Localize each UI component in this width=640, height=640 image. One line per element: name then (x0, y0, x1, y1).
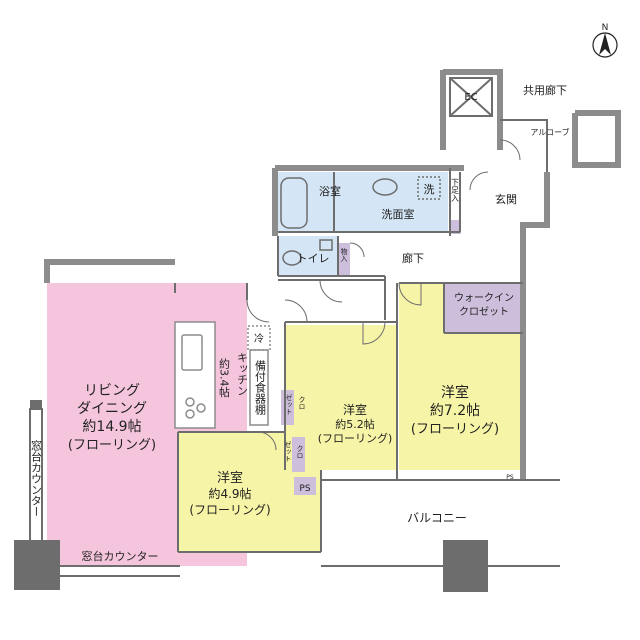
label-storage-small: 物入 (340, 247, 348, 262)
label-alcove: アルコーブ (530, 127, 569, 137)
label-hallway: 廊下 (402, 251, 424, 265)
interior-walls (29, 77, 560, 577)
label-balcony: バルコニー (407, 511, 467, 525)
closet-left (292, 437, 305, 472)
label-room-mid-line3: (フローリング) (318, 431, 393, 445)
label-kitchen-col1: キッチン (236, 352, 249, 396)
label-window-counter-bottom: 窓台カウンター (82, 549, 159, 563)
label-wic-line1: ウォークイン (454, 292, 514, 304)
label-room-left-line3: (フローリング) (189, 503, 270, 517)
label-shoe-storage: 下足入 (451, 178, 460, 202)
doors (246, 139, 521, 451)
label-common-corridor: 共用廊下 (523, 83, 567, 97)
label-living-line3: 約14.9帖 (82, 419, 141, 435)
column-bottom-right (443, 540, 488, 592)
bath-fixtures (280, 176, 441, 266)
label-closet-left-b: クロ (296, 445, 304, 459)
compass-letter: N (602, 23, 609, 33)
label-living-line4: (フローリング) (68, 438, 156, 453)
compass-icon: N (592, 23, 618, 58)
label-living-line2: ダイニング (77, 401, 147, 417)
label-room-left-line2: 約4.9帖 (208, 486, 251, 501)
label-kitchen-col2: 約3.4帖 (218, 357, 231, 398)
label-room-right-line2: 約7.2帖 (430, 403, 480, 419)
column-left-upper (30, 400, 42, 410)
label-ps: PS (299, 484, 310, 494)
label-room-right-line3: (フローリング) (411, 422, 499, 437)
label-toilet: トイレ (297, 252, 330, 265)
column-bottom-left (14, 540, 60, 590)
label-living-line1: リビング (84, 383, 140, 399)
label-bathroom: 浴室 (319, 184, 341, 198)
label-room-left-line1: 洋室 (217, 470, 243, 486)
storage-small (338, 243, 350, 276)
ps-shaft (294, 477, 316, 495)
label-washer: 洗 (424, 183, 435, 196)
washroom (334, 172, 448, 232)
washroom-storage (449, 220, 461, 234)
kitchen-counter (174, 321, 271, 429)
toilet (278, 236, 338, 276)
label-pantry: 備付食器棚 (254, 360, 267, 416)
label-room-mid-line2: 約5.2帖 (335, 417, 375, 431)
label-ps-small: PS (506, 474, 514, 481)
label-closet-mid-a: ゼット (285, 393, 293, 415)
label-window-counter-vertical: 窓台カウンター (30, 439, 43, 517)
label-closet-left-a: ゼット (284, 440, 292, 462)
living-dining-upper (47, 283, 175, 293)
label-room-right-line1: 洋室 (441, 384, 469, 401)
label-wic-line2: クロゼット (459, 306, 509, 318)
walk-in-closet (444, 283, 522, 333)
label-washroom: 洗面室 (382, 207, 415, 221)
label-entrance: 玄関 (495, 192, 517, 206)
label-closet-mid-b: クロ (298, 396, 306, 410)
exterior-walls (44, 69, 621, 480)
label-room-mid-line1: 洋室 (343, 402, 367, 417)
label-fridge: 冷 (254, 332, 264, 345)
label-ec: EC (464, 92, 477, 103)
